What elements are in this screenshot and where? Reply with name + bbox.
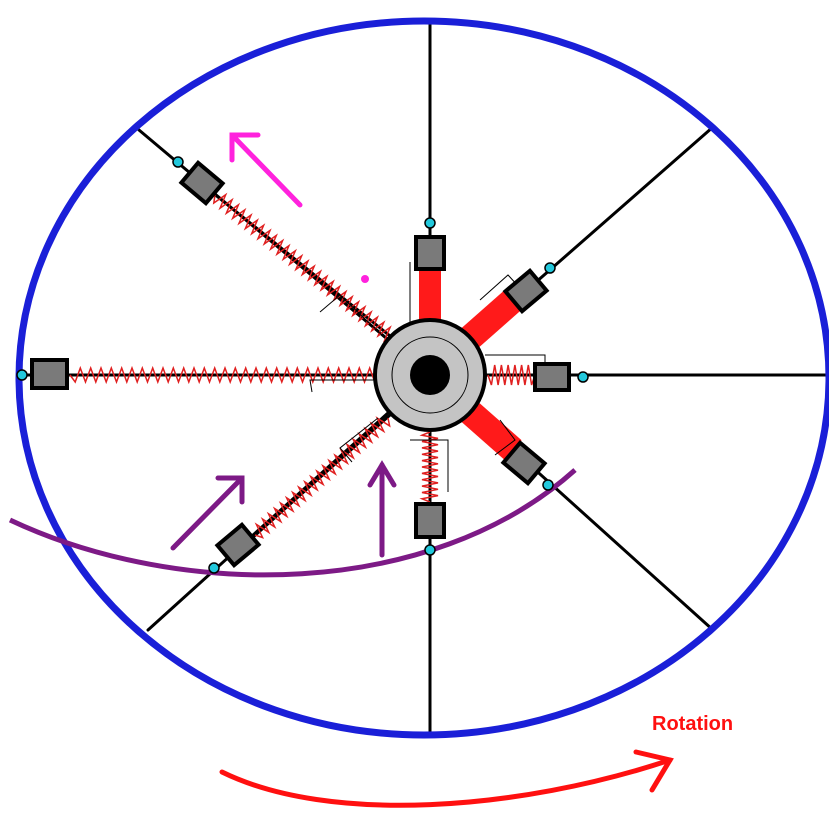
weight-up-left <box>178 159 226 207</box>
lift-arrow-diagonal-icon <box>170 475 245 551</box>
weight-down-right <box>500 439 548 487</box>
weight-up-right <box>502 267 550 315</box>
spring-down-left <box>251 413 391 540</box>
spring-left <box>69 365 381 385</box>
axle <box>410 355 450 395</box>
spring-right <box>487 364 536 386</box>
rotation-label: Rotation <box>652 713 733 735</box>
joints <box>16 156 589 574</box>
spring-up-left <box>212 191 396 343</box>
lift-arrows <box>170 460 397 558</box>
pivot-dot <box>361 275 369 283</box>
hub-inner <box>391 336 469 414</box>
guide-brackets <box>309 262 546 492</box>
lift-arc <box>8 468 577 578</box>
weight-down-left <box>214 521 262 569</box>
stretched-springs <box>69 191 536 540</box>
arrow-up-left-icon <box>229 132 303 208</box>
weight-left <box>30 358 69 390</box>
spring-down <box>419 431 439 503</box>
weight-down <box>414 502 446 539</box>
weight-right <box>533 362 571 392</box>
weight-up <box>414 235 446 271</box>
weights <box>30 159 571 569</box>
rotation-arrow-icon <box>219 749 674 808</box>
lift-arrow-vertical-icon <box>367 460 397 558</box>
